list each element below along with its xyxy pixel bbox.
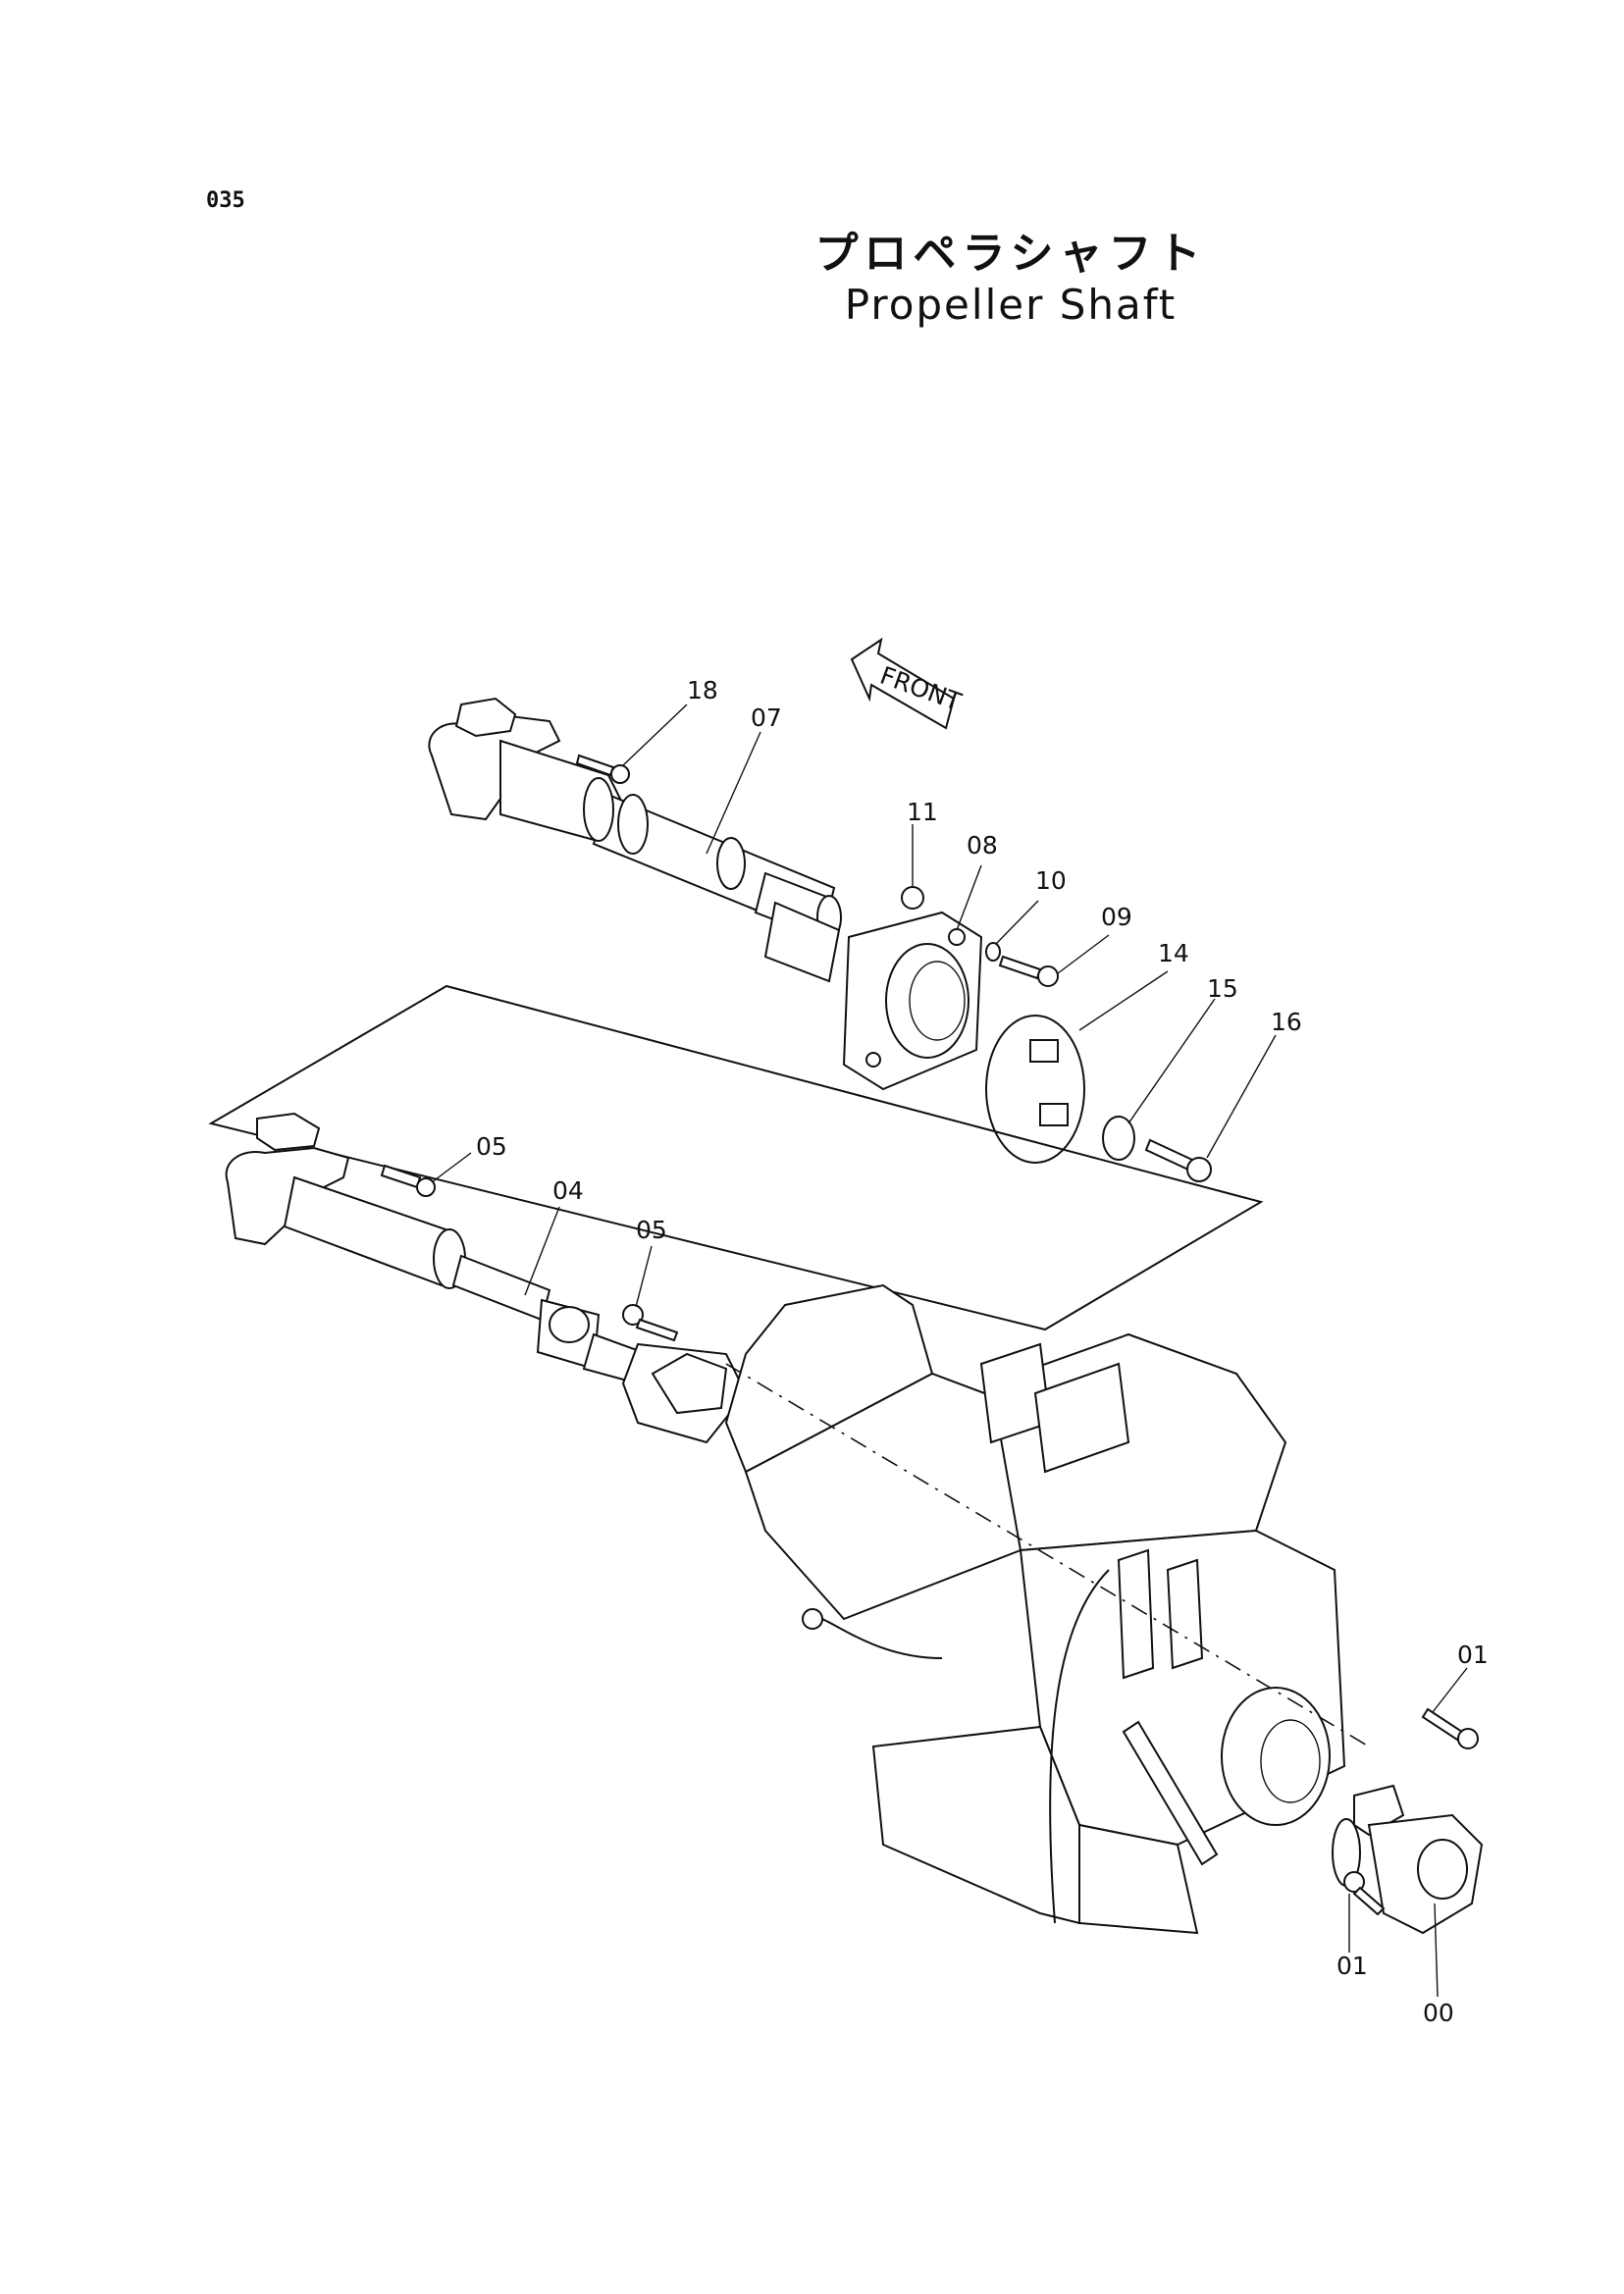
bolt-09 (998, 955, 1059, 987)
callout-18: 18 (687, 676, 718, 704)
coupling-00 (1332, 1784, 1484, 1935)
callout-09: 09 (1101, 903, 1132, 931)
title-japanese: プロペラシャフト (814, 229, 1207, 279)
washer-15 (1102, 1116, 1135, 1161)
callout-04: 04 (552, 1176, 584, 1205)
callout-01-upper: 01 (1457, 1641, 1489, 1669)
title-english: Propeller Shaft (844, 281, 1178, 329)
nut-11 (901, 886, 924, 910)
front-arrow-icon: FRONT (850, 637, 966, 730)
leader-lines (431, 704, 1468, 1998)
callout-05-lower: 05 (636, 1216, 667, 1244)
callout-00: 00 (1423, 1999, 1454, 2027)
callout-05-upper: 05 (476, 1132, 507, 1161)
flange-bearing-08 (842, 911, 983, 1091)
bolt-18 (575, 754, 630, 784)
bolt-05-lower (622, 1304, 679, 1342)
callout-10: 10 (1035, 866, 1067, 895)
transmission-housing (724, 1283, 1370, 1935)
callout-15: 15 (1207, 974, 1238, 1003)
callout-16: 16 (1271, 1008, 1302, 1036)
bolt-16 (1144, 1138, 1212, 1182)
assembly-frame (208, 984, 1264, 1331)
bolt-01-upper (1421, 1707, 1479, 1749)
center-line (445, 985, 1262, 1203)
callout-11: 11 (907, 798, 938, 826)
callout-01-lower: 01 (1336, 1952, 1368, 1980)
washer-10 (985, 942, 1001, 962)
callout-14: 14 (1158, 939, 1189, 967)
callout-08: 08 (967, 831, 998, 860)
bolt-05-upper (380, 1164, 436, 1197)
callout-07: 07 (751, 704, 782, 732)
page-number: 035 (206, 188, 245, 213)
coupling-14 (985, 1015, 1085, 1164)
upper-propeller-shaft (428, 697, 842, 983)
bolt-01-lower (1343, 1871, 1386, 1916)
lower-propeller-shaft (225, 1112, 748, 1444)
